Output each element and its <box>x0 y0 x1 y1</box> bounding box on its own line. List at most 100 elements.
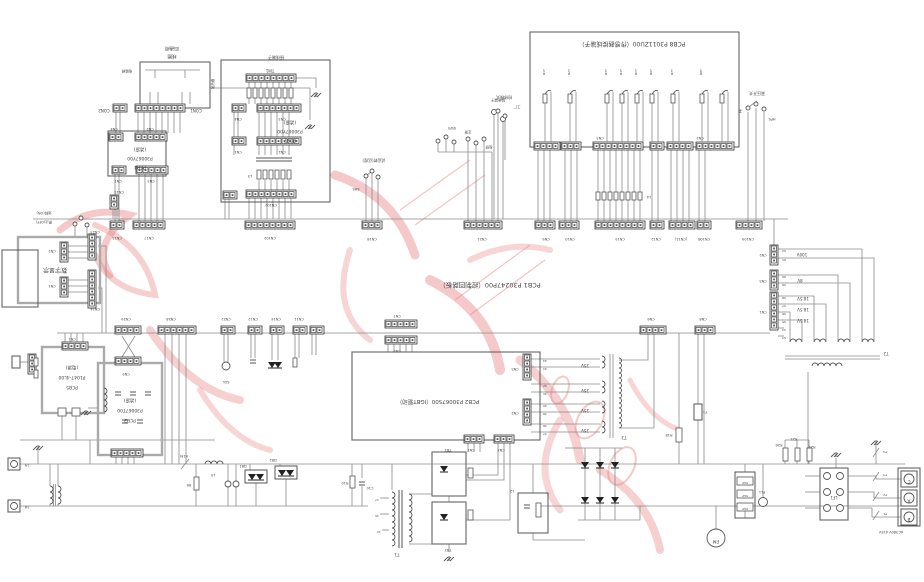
watermark-stroke <box>425 275 505 375</box>
connector-pin-dot <box>278 77 281 79</box>
label: 40 <box>543 404 547 408</box>
resistor-icon <box>806 447 813 462</box>
connector-pin-dot <box>601 145 604 147</box>
connector-pin-dot <box>277 107 280 109</box>
switch-contact-icon <box>761 106 767 112</box>
diode-icon <box>248 474 256 480</box>
connector-pin-dot <box>613 145 616 147</box>
label: (电源) <box>66 364 79 371</box>
connector-pin-dot <box>137 452 140 454</box>
sensors <box>542 90 729 142</box>
resistor-icon <box>601 191 607 201</box>
connector-pin-dot <box>117 360 120 362</box>
switch-contact-icon <box>78 215 84 221</box>
label: LF1 <box>830 495 838 500</box>
connector-pin-dot <box>637 145 640 147</box>
watermark-stroke <box>467 243 553 263</box>
ground-icon <box>307 124 313 130</box>
ground-icon <box>833 452 839 458</box>
thermistor-icon <box>670 93 676 104</box>
connector-pin-dot <box>658 145 661 147</box>
connector-pin-dot <box>91 278 93 281</box>
resistor-icon <box>736 476 754 486</box>
label: R24 <box>808 445 816 449</box>
connector-pin-dot <box>265 140 268 142</box>
coil-winding <box>601 380 606 394</box>
label: P30067Y00 <box>277 128 303 134</box>
connector-pin-dot <box>143 136 146 138</box>
ground-icon <box>830 452 836 458</box>
pcb5-label: PCB5 <box>66 384 78 390</box>
connector-pin-dot <box>117 136 120 138</box>
resistor-icon <box>268 169 274 180</box>
watermark-hatch-line <box>399 159 471 211</box>
connector-pin-dot <box>526 362 528 365</box>
connector-pin-dot <box>399 323 402 325</box>
label: 56 <box>782 312 786 316</box>
thermistor-icon <box>619 93 625 104</box>
label: 接线端子 <box>268 55 284 61</box>
pcb2-label: PCB2 P30067S00（IGBT驱动） <box>397 398 480 405</box>
label: F2 <box>883 493 887 497</box>
label: CN2 <box>278 150 285 154</box>
wire <box>848 507 901 518</box>
label: F4 <box>883 450 887 454</box>
coils <box>49 338 875 547</box>
connector-pin-dot <box>240 107 243 109</box>
connector-pin-dot <box>283 140 286 142</box>
thermistor-hook <box>636 90 644 95</box>
connector-pin-dot <box>393 323 396 325</box>
fan-motor-label: FM <box>713 538 720 544</box>
pcb-box <box>517 492 549 534</box>
connector-pin-dot <box>405 323 408 325</box>
connector-pin-dot <box>125 452 128 454</box>
connector-pin-dot <box>549 224 552 226</box>
pcb-box <box>897 467 921 527</box>
connector-pin-dot <box>567 224 570 226</box>
connector-pin-dot <box>63 250 65 253</box>
pcb-box <box>431 451 467 497</box>
connector-pin-dot <box>141 224 144 226</box>
label: 42 <box>543 384 547 388</box>
connector-pin-dot <box>234 140 237 142</box>
connector-pin-dot <box>172 329 175 331</box>
label: 60 <box>782 275 786 279</box>
diode-icon <box>581 462 589 468</box>
connector-pin-dot <box>364 224 367 226</box>
label: CN2 <box>146 127 153 131</box>
label: CN3 <box>147 179 154 183</box>
ground-icon <box>316 92 322 98</box>
label: P30067T00 <box>117 407 143 413</box>
connector-pin-dot <box>633 224 636 226</box>
watermark-ellipse <box>574 400 606 440</box>
connector-pin-dot <box>478 438 481 440</box>
connector-pin-dot <box>773 306 775 309</box>
connector-pin-dot <box>250 329 253 331</box>
label: (滤波) <box>284 119 297 126</box>
diode-icon <box>256 474 264 480</box>
resistor-icon <box>57 407 67 417</box>
connector-pin-dot <box>240 140 243 142</box>
label: CN21 <box>477 237 487 241</box>
switch-contact-icon <box>836 504 844 512</box>
wire <box>848 475 901 480</box>
connector-pin-dot <box>113 203 115 206</box>
label: R5T <box>634 69 638 75</box>
connector-pin-dot <box>654 329 657 331</box>
switch-contact-icon <box>443 134 449 140</box>
connector-pin-dot <box>537 224 540 226</box>
resistor-icon <box>276 87 282 99</box>
resistor-icon <box>270 87 276 99</box>
connector-pin-dot <box>773 253 775 256</box>
connector-pin-dot <box>609 224 612 226</box>
connector-pin-dot <box>161 107 164 109</box>
switch-contact-icon <box>753 101 759 107</box>
pcb-box <box>220 59 331 203</box>
phase-terminal-a: A <box>907 497 911 503</box>
connector-pin-dot <box>91 242 93 245</box>
label: 41 <box>543 392 547 396</box>
thermistor-icon <box>719 93 725 104</box>
connector-pin-dot <box>91 290 93 293</box>
connector-pin-dot <box>642 329 645 331</box>
connector-pin-dot <box>179 107 182 109</box>
